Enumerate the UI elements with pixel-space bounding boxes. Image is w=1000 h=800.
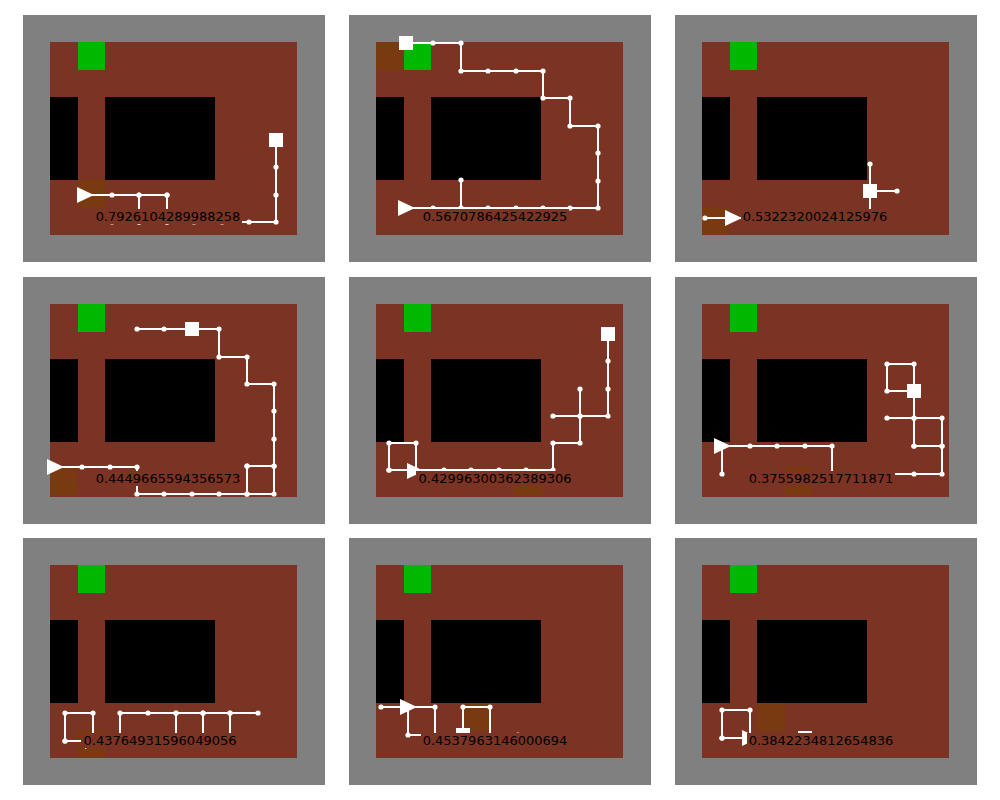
environment (675, 277, 977, 524)
score-label: 0.42996300362389306 (416, 471, 573, 486)
environment (23, 538, 325, 785)
score-label: 0.5322320024125976 (741, 209, 890, 224)
score-label: 0.3755982517711871 (747, 471, 896, 486)
environment (349, 538, 651, 785)
agent-triangle (47, 187, 759, 749)
goal-tiles (50, 42, 812, 757)
environment (675, 15, 977, 262)
score-label: 0.4537963146000694 (421, 733, 570, 748)
environment (23, 277, 325, 524)
score-label: 0.3842234812654836 (747, 733, 896, 748)
start-square (185, 36, 921, 748)
environment (23, 15, 325, 262)
environment (675, 538, 977, 785)
environment (349, 277, 651, 524)
score-label: 0.5670786425422925 (421, 209, 570, 224)
score-label: 0.7926104289988258 (94, 209, 243, 224)
environment (349, 15, 651, 262)
trajectory (55, 43, 942, 741)
score-label: 0.4449665594356573 (94, 471, 243, 486)
score-label: 0.43764931596049056 (81, 733, 238, 748)
